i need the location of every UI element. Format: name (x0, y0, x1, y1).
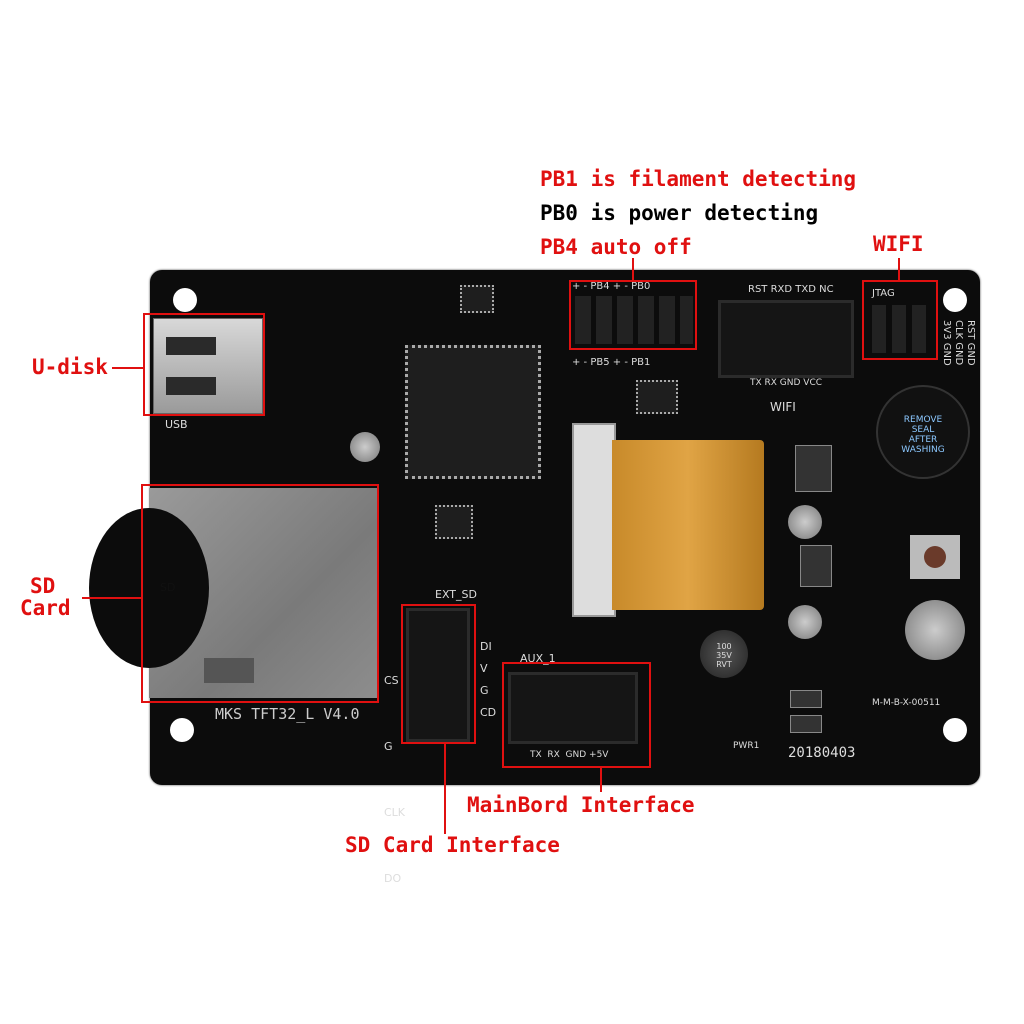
lcd-ribbon-cable (612, 440, 764, 610)
pointer-line (112, 367, 143, 369)
regulator (795, 445, 832, 492)
pb-header-box (569, 280, 697, 350)
annotation-pb1: PB1 is filament detecting (540, 167, 857, 191)
jtag-silk: JTAG (872, 288, 895, 299)
header-pins-silk: + - PB4 + - PB0 (572, 281, 651, 292)
annotation-mainboard-interface: MainBord Interface (467, 793, 695, 817)
regulator (800, 545, 832, 587)
capacitor-c30 (905, 600, 965, 660)
fpc-connector (572, 423, 616, 617)
pointer-line (82, 597, 141, 599)
pin-label: CS (384, 674, 399, 687)
mounting-hole (173, 288, 197, 312)
ic-chip (435, 505, 473, 539)
jtag-side-silk: 3V3 GND (941, 320, 952, 366)
pin-label: CD (480, 706, 497, 719)
annotation-wifi: WIFI (873, 232, 924, 256)
diode (790, 715, 822, 733)
sd-card-slot (89, 488, 377, 698)
pin-label: DO (384, 872, 402, 885)
buzzer-label: REMOVE SEAL AFTER WASHING (901, 415, 945, 455)
pointer-line (444, 744, 446, 834)
annotation-sd-card-interface: SD Card Interface (345, 833, 560, 857)
diode (790, 690, 822, 708)
pin-label: V (480, 662, 488, 675)
jtag-box (862, 280, 938, 360)
board-model-silk: MKS TFT32_L V4.0 (215, 705, 360, 723)
usb-silk: USB (165, 418, 188, 431)
wifi-pins-bottom-silk: TX RX GND VCC (750, 378, 823, 388)
pin-label: G (384, 740, 393, 753)
ic-chip (460, 285, 494, 313)
mounting-hole (943, 288, 967, 312)
capacitor (788, 505, 822, 539)
sd-card-box (141, 484, 379, 703)
jtag-header (872, 305, 930, 353)
sd-silk: SD (160, 581, 176, 594)
mounting-hole (943, 718, 967, 742)
capacitor-label: 100 35V RVT (716, 642, 732, 669)
pointer-line (898, 258, 900, 280)
pointer-line (632, 258, 634, 280)
pwr-silk: PWR1 (733, 741, 760, 751)
board-date-silk: 20180403 (788, 745, 856, 761)
annotation-udisk: U-disk (32, 355, 108, 379)
jtag-side-silk: RST GND (965, 320, 976, 366)
usb-box (143, 313, 265, 416)
annotation-pb0: PB0 is power detecting (540, 201, 819, 225)
mcu-chip (405, 345, 541, 479)
buzzer: REMOVE SEAL AFTER WASHING (876, 385, 970, 479)
aux-box (502, 662, 651, 768)
ext-sd-connector (406, 608, 470, 742)
serial-silk: M-M-B-X-00511 (872, 698, 941, 708)
pb-header (575, 296, 693, 344)
ic-chip (636, 380, 678, 414)
ext-sd-right-pins: DI V G CD (480, 636, 496, 724)
jtag-side-silk: CLK GND (953, 320, 964, 366)
aux-connector (508, 672, 638, 744)
ext-sd-silk: EXT_SD (435, 588, 477, 601)
wifi-pins-silk: RST RXD TXD NC (748, 284, 834, 295)
aux-pins-silk: TX RX GND +5V (530, 750, 609, 760)
pin-label: CLK (384, 806, 406, 819)
capacitor (350, 432, 380, 462)
capacitor (788, 605, 822, 639)
annotation-pb4: PB4 auto off (540, 235, 692, 259)
annotation-sd-line1: SD (30, 574, 56, 598)
aux-silk: AUX_1 (520, 652, 556, 665)
pin-label: DI (480, 640, 492, 653)
wifi-connector (718, 300, 854, 378)
wifi-silk: WIFI (770, 400, 796, 414)
mounting-hole (170, 718, 194, 742)
annotation-sd-line2: Card (20, 596, 71, 620)
pin-label: G (480, 684, 489, 697)
header-pins-bottom-silk: + - PB5 + - PB1 (572, 357, 651, 368)
ext-sd-left-pins: CS G CLK DO (384, 626, 405, 912)
usb-port (153, 318, 263, 414)
pointer-line (600, 768, 602, 792)
reset-button (910, 535, 960, 579)
ext-sd-box (401, 604, 476, 744)
capacitor-c3: 100 35V RVT (700, 630, 748, 678)
